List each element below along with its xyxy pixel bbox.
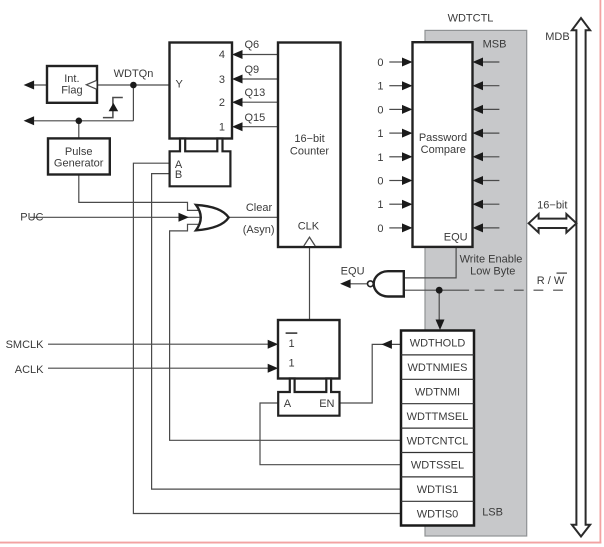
svg-text:PUC: PUC <box>20 211 43 223</box>
svg-text:EQU: EQU <box>341 266 365 278</box>
svg-text:(Asyn): (Asyn) <box>243 224 275 236</box>
svg-text:Low Byte: Low Byte <box>470 265 515 277</box>
svg-text:WDTIS0: WDTIS0 <box>417 509 459 521</box>
svg-text:R / W: R / W <box>537 275 565 287</box>
svg-text:EQU: EQU <box>444 232 468 244</box>
svg-text:1: 1 <box>288 338 294 350</box>
svg-text:1: 1 <box>219 121 225 133</box>
svg-text:A: A <box>175 159 183 171</box>
svg-text:WDTCTL: WDTCTL <box>448 13 494 25</box>
svg-text:WDTHOLD: WDTHOLD <box>410 338 466 350</box>
svg-text:Compare: Compare <box>421 144 466 156</box>
svg-text:WDTNMIES: WDTNMIES <box>408 362 468 374</box>
svg-text:WDTCNTCL: WDTCNTCL <box>407 435 469 447</box>
svg-text:Q6: Q6 <box>245 39 260 51</box>
svg-text:3: 3 <box>219 74 225 86</box>
svg-text:WDTNMI: WDTNMI <box>415 387 460 399</box>
svg-text:Q9: Q9 <box>245 64 260 76</box>
svg-text:SMCLK: SMCLK <box>6 339 45 351</box>
svg-text:Y: Y <box>176 79 184 91</box>
svg-text:Generator: Generator <box>54 158 104 170</box>
svg-text:16−bit: 16−bit <box>537 200 567 212</box>
svg-text:Q13: Q13 <box>245 87 266 99</box>
svg-text:WDTQn: WDTQn <box>114 68 154 80</box>
svg-text:1: 1 <box>377 152 383 164</box>
svg-text:4: 4 <box>219 49 225 61</box>
svg-text:EN: EN <box>319 398 334 410</box>
svg-text:1: 1 <box>377 128 383 140</box>
svg-text:0: 0 <box>377 104 383 116</box>
svg-text:Counter: Counter <box>290 146 329 158</box>
svg-text:WDTIS1: WDTIS1 <box>417 484 459 496</box>
svg-text:Int.: Int. <box>64 73 79 85</box>
svg-text:B: B <box>175 169 182 181</box>
svg-text:1: 1 <box>377 199 383 211</box>
svg-text:0: 0 <box>377 57 383 69</box>
svg-text:Clear: Clear <box>246 202 273 214</box>
svg-text:Pulse: Pulse <box>65 146 93 158</box>
svg-text:1: 1 <box>377 81 383 93</box>
svg-text:1: 1 <box>288 358 294 370</box>
svg-text:16−bit: 16−bit <box>294 133 324 145</box>
svg-text:LSB: LSB <box>482 507 503 519</box>
svg-text:ACLK: ACLK <box>15 364 44 376</box>
svg-text:Password: Password <box>419 132 467 144</box>
svg-text:0: 0 <box>377 176 383 188</box>
svg-text:Q15: Q15 <box>245 112 266 124</box>
svg-text:CLK: CLK <box>298 221 320 233</box>
svg-text:2: 2 <box>219 97 225 109</box>
svg-text:0: 0 <box>377 223 383 235</box>
svg-text:Write Enable: Write Enable <box>460 254 523 266</box>
svg-text:WDTSSEL: WDTSSEL <box>411 460 464 472</box>
svg-text:A: A <box>284 398 292 410</box>
svg-text:WDTTMSEL: WDTTMSEL <box>407 411 469 423</box>
svg-text:MDB: MDB <box>545 31 569 43</box>
svg-text:MSB: MSB <box>483 39 507 51</box>
svg-text:Flag: Flag <box>61 84 82 96</box>
